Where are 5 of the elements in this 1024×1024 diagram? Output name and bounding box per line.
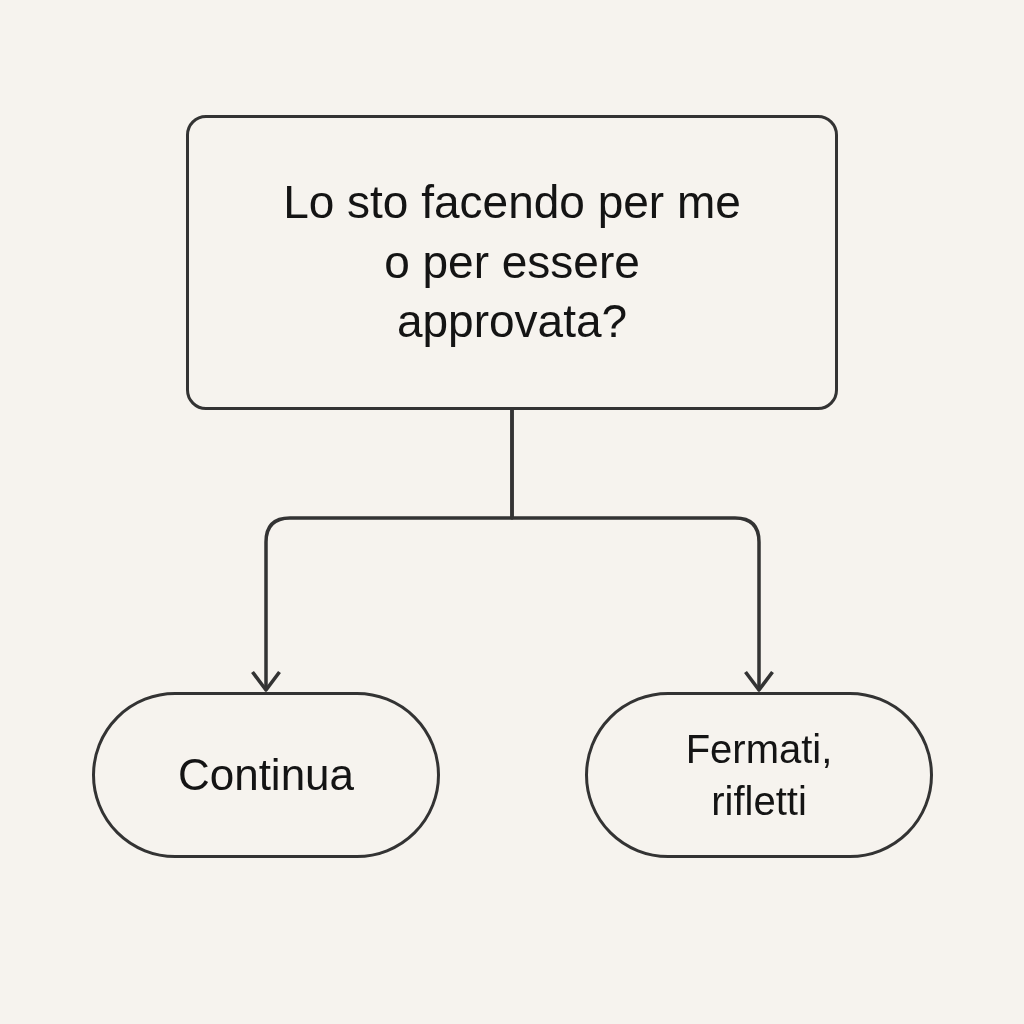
- connector-arrow: [510, 410, 775, 692]
- question-box: [186, 115, 838, 410]
- node-label: Lo sto facendo per me o per essere approvata?: [282, 174, 742, 350]
- node-label: Continua: [177, 749, 355, 802]
- node-label: Fermati, rifletti: [684, 726, 834, 825]
